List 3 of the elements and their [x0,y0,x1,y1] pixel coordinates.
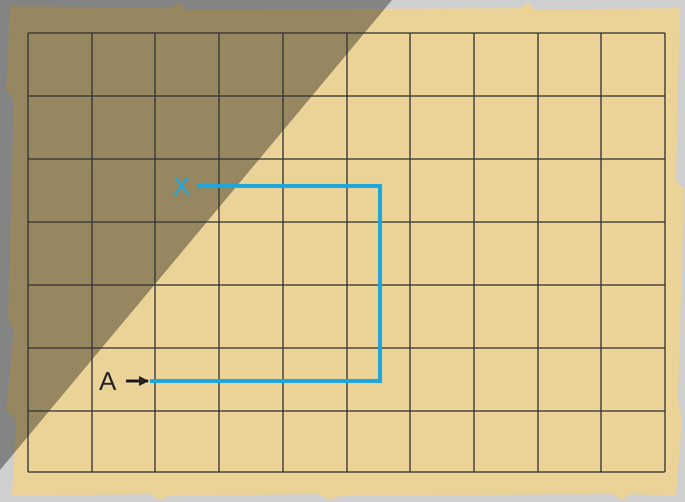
path-line [150,184,382,383]
grid-letter: A [99,368,116,394]
grid-letter: X [173,173,190,199]
